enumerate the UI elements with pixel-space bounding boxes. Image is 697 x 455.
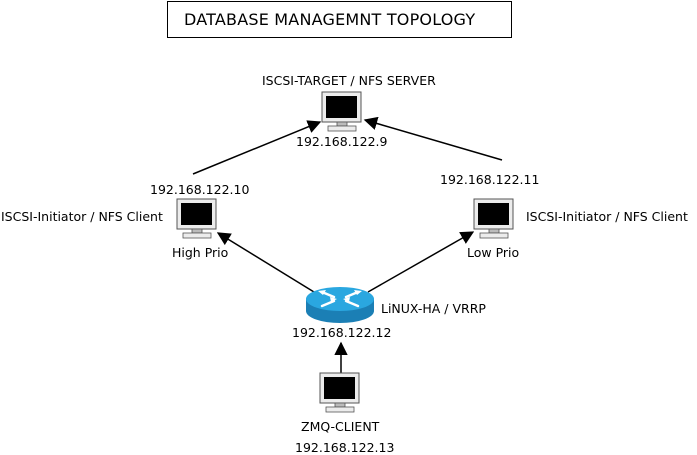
diagram-title: DATABASE MANAGEMNT TOPOLOGY — [184, 10, 476, 29]
right-node-ip-label: 192.168.122.11 — [440, 172, 540, 187]
edge-router-to-left — [216, 232, 315, 293]
edge-router-to-right — [367, 231, 475, 293]
left-node-role-label: ISCSI-Initiator / NFS Client — [1, 209, 163, 224]
computer-icon — [176, 198, 217, 239]
router-icon — [306, 287, 374, 323]
left-node-ip-label: 192.168.122.10 — [150, 182, 250, 197]
router-name-label: LiNUX-HA / VRRP — [381, 301, 486, 316]
computer-icon — [321, 91, 362, 132]
right-node-prio-label: Low Prio — [467, 245, 520, 260]
client-ip-label: 192.168.122.13 — [295, 440, 395, 455]
computer-icon — [319, 372, 360, 413]
server-ip-label: 192.168.122.9 — [296, 134, 388, 149]
router-ip-label: 192.168.122.12 — [292, 325, 392, 340]
right-node-role-label: ISCSI-Initiator / NFS Client — [526, 209, 688, 224]
edge-left-to-server — [192, 120, 322, 175]
client-name-label: ZMQ-CLIENT — [301, 419, 380, 434]
computer-icon — [473, 198, 514, 239]
edge-right-to-server — [363, 116, 503, 161]
title-box: DATABASE MANAGEMNT TOPOLOGY — [167, 1, 512, 38]
left-node-prio-label: High Prio — [172, 245, 229, 260]
server-name-label: ISCSI-TARGET / NFS SERVER — [262, 73, 436, 88]
